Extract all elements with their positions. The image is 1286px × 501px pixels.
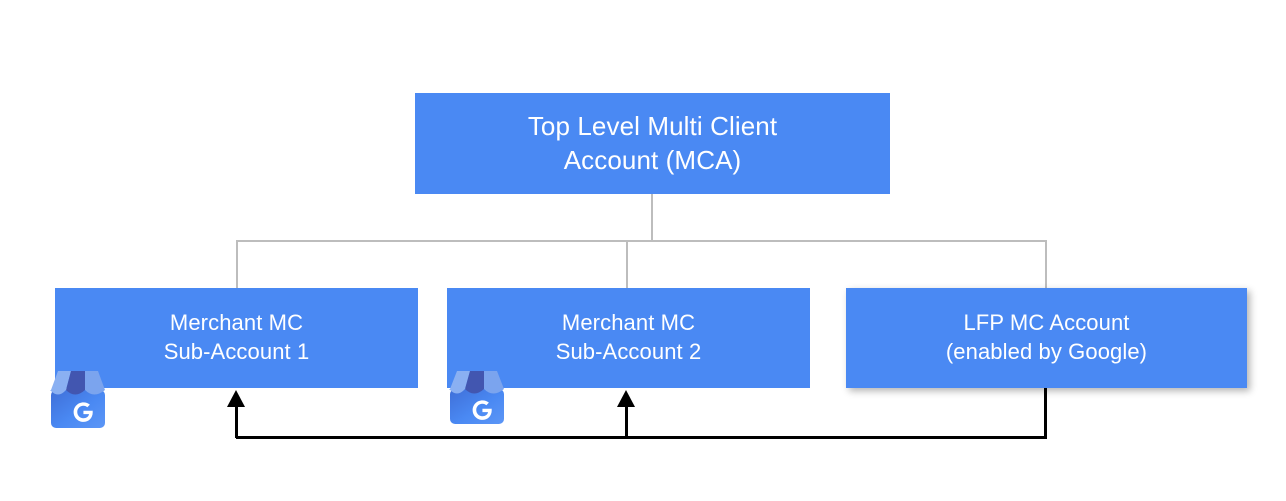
flow-riser-from-lfp — [1044, 388, 1047, 438]
node-lfp-mc-account[interactable]: LFP MC Account (enabled by Google) — [846, 288, 1247, 388]
node-merchant-sub-account-2[interactable]: Merchant MC Sub-Account 2 — [447, 288, 810, 388]
flow-stem-to-sub1 — [235, 404, 238, 438]
node-merchant-sub-account-1[interactable]: Merchant MC Sub-Account 1 — [55, 288, 418, 388]
connector-top-trunk — [651, 194, 653, 242]
connector-drop-lfp — [1045, 240, 1047, 289]
flow-horizontal-bus — [236, 436, 1047, 439]
connector-horizontal-bus — [236, 240, 1047, 242]
storefront-icon — [50, 371, 105, 428]
storefront-icon — [449, 371, 504, 424]
node-top-level-mca[interactable]: Top Level Multi Client Account (MCA) — [415, 93, 890, 194]
connector-drop-sub2 — [626, 240, 628, 289]
arrowhead-into-sub1 — [227, 390, 245, 407]
arrowhead-into-sub2 — [617, 390, 635, 407]
connector-drop-sub1 — [236, 240, 238, 289]
flow-stem-to-sub2 — [625, 404, 628, 438]
